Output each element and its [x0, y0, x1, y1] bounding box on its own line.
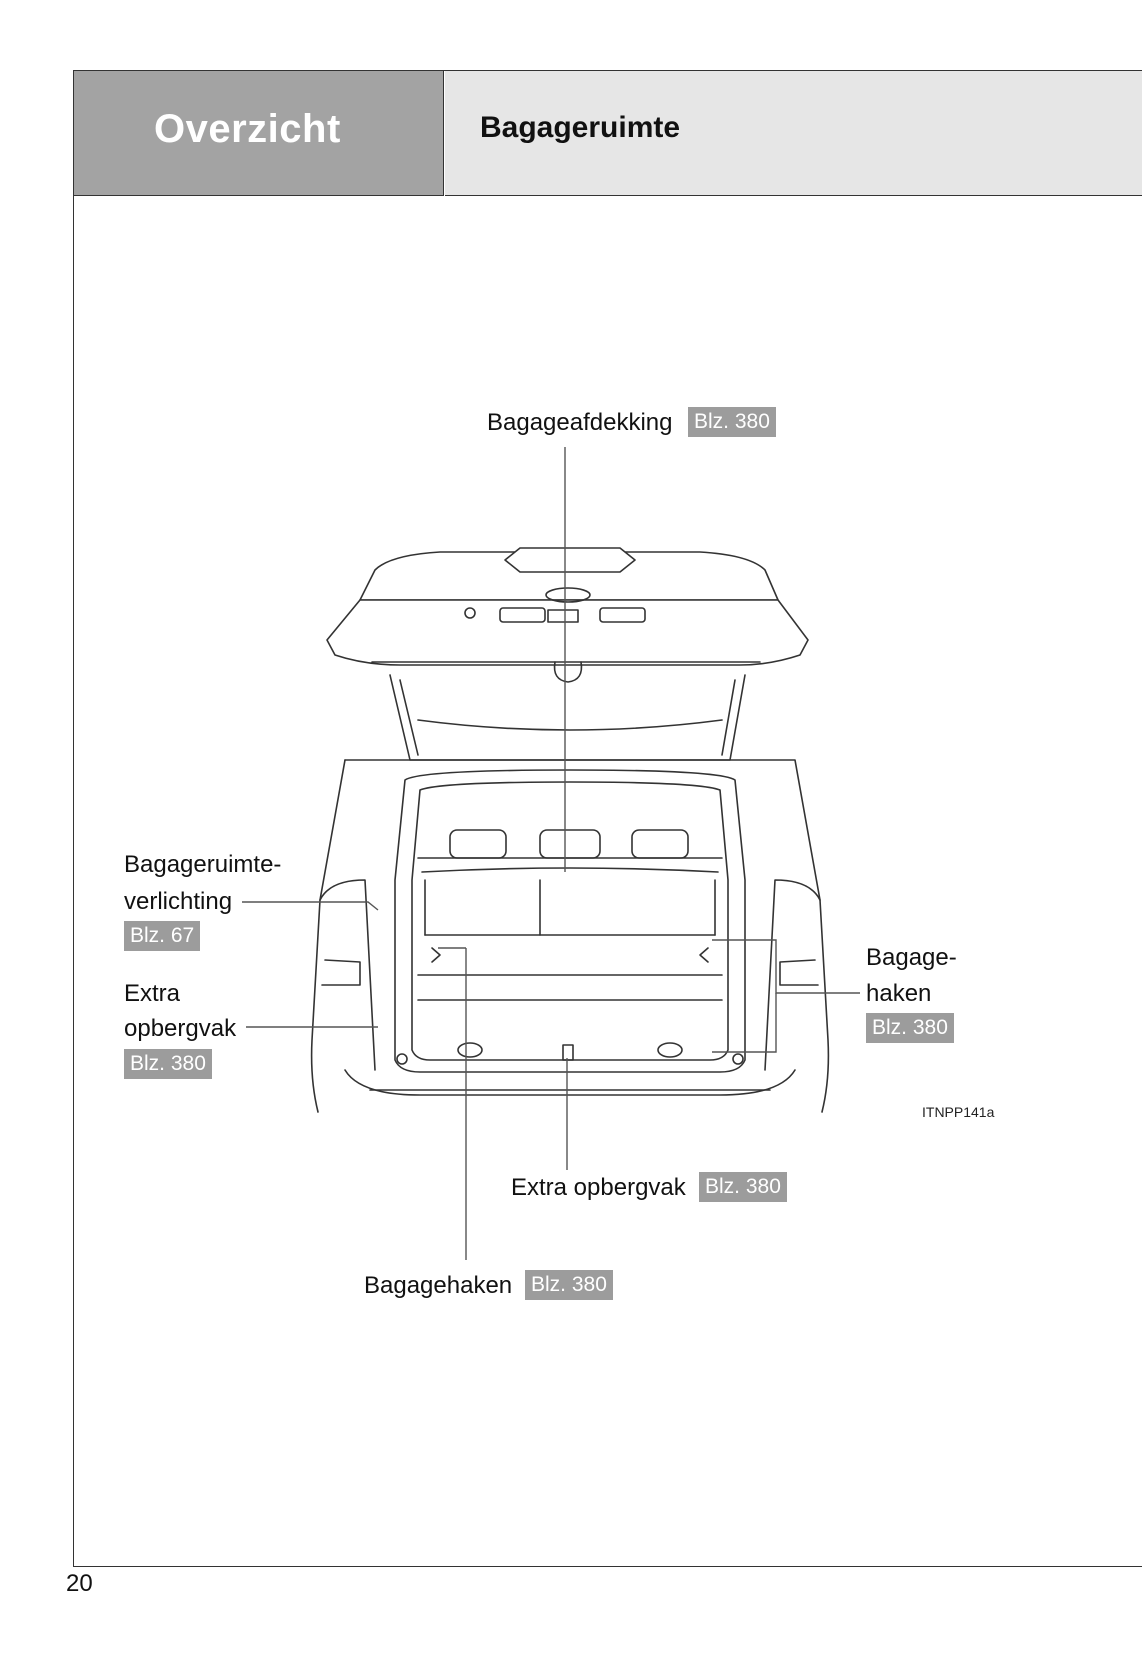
- light-label-line1: Bagageruimte-: [124, 851, 282, 878]
- cover-label: Bagageafdekking: [487, 409, 673, 436]
- page-title: Bagageruimte: [480, 111, 681, 144]
- hooks-right-label-line2: haken: [866, 980, 932, 1007]
- section-tab: Overzicht: [74, 71, 444, 196]
- hooks-bottom-page-ref[interactable]: Blz. 380: [525, 1270, 613, 1300]
- page-number: 20: [66, 1570, 93, 1597]
- light-label-line2: verlichting: [124, 888, 233, 915]
- section-title: Overzicht: [154, 107, 341, 151]
- hooks-right-page-ref[interactable]: Blz. 380: [866, 1013, 954, 1043]
- hooks-right-label-line1: Bagage-: [866, 944, 957, 971]
- cover-page-ref[interactable]: Blz. 380: [688, 407, 776, 437]
- page-frame: [73, 70, 1142, 1567]
- hooks-bottom-label: Bagagehaken: [364, 1272, 513, 1299]
- extra-bottom-label: Extra opbergvak: [511, 1174, 686, 1201]
- extra-left-label-line1: Extra: [124, 980, 181, 1007]
- figure-id: ITNPP141a: [922, 1104, 995, 1120]
- extra-left-label-line2: opbergvak: [124, 1015, 237, 1042]
- extra-bottom-page-ref[interactable]: Blz. 380: [699, 1172, 787, 1202]
- extra-left-page-ref[interactable]: Blz. 380: [124, 1049, 212, 1079]
- light-page-ref[interactable]: Blz. 67: [124, 921, 201, 951]
- header-band: Bagageruimte: [445, 71, 1142, 196]
